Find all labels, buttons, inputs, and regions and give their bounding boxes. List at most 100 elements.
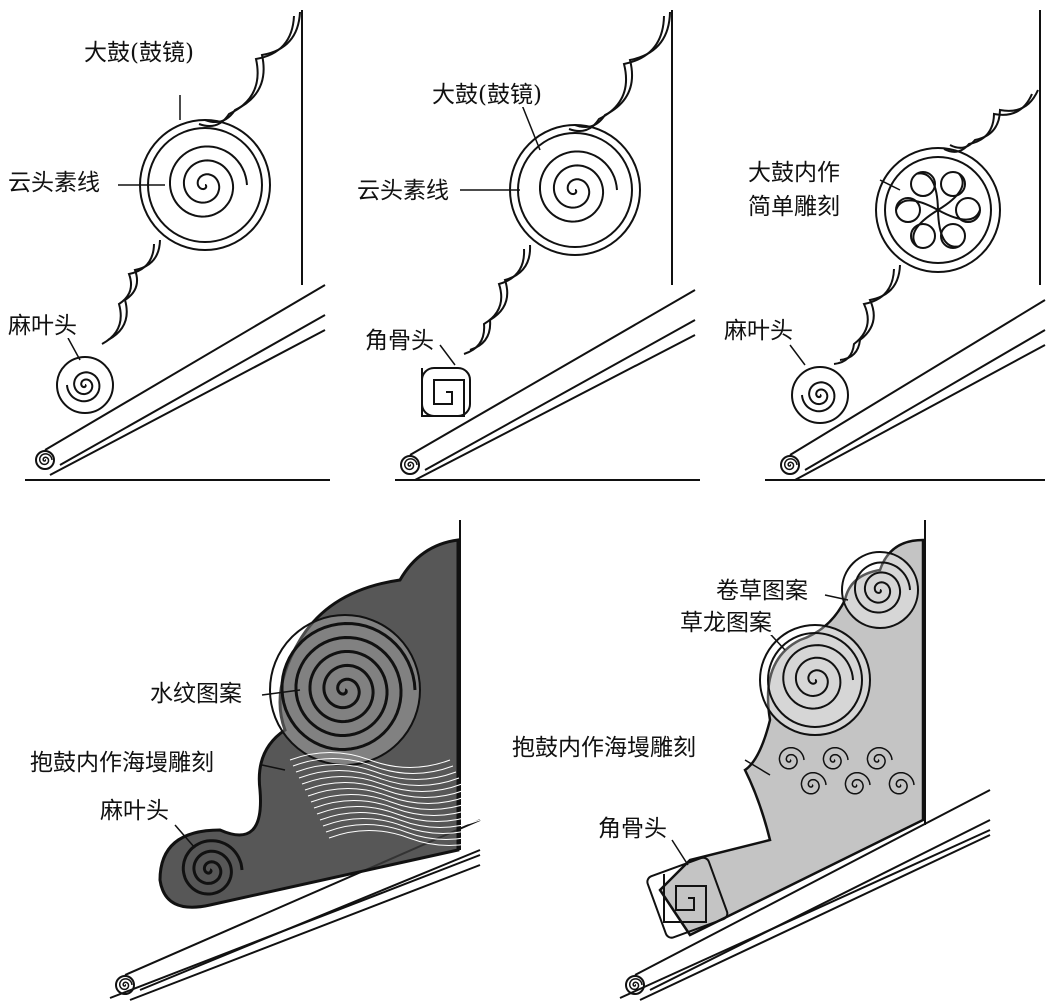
p4-wave-line <box>319 812 481 828</box>
p2-cloud-lower-inner <box>463 248 526 355</box>
p3-rafter-roll-spiral <box>783 458 798 471</box>
p5-carved-body <box>658 538 925 937</box>
p5-foliage-scroll <box>778 746 805 770</box>
p5-foliage-scroll <box>844 771 871 795</box>
p1-head-spiral <box>66 371 101 403</box>
p3-drum-inner <box>884 156 992 264</box>
p3-heart-petal <box>912 209 939 248</box>
p2-rafter-mid-line <box>424 319 696 471</box>
p5-grass-dragon-spiral <box>782 644 854 710</box>
p4-wave-line <box>313 800 475 816</box>
p5-foliage-scroll <box>822 746 849 770</box>
p3-cloud-top-inner <box>943 93 1033 153</box>
p4-wave-line <box>310 794 472 810</box>
label-drum-mirror-2: 大鼓(鼓镜) <box>432 82 542 108</box>
p4-wave-line <box>289 752 451 768</box>
p3-hemp-leaf-head <box>791 366 849 424</box>
p2-leader-head <box>439 344 456 366</box>
p4-leader-head <box>174 824 196 849</box>
p4-wave-line <box>295 764 457 780</box>
p4-leader-water <box>261 689 301 696</box>
p4-leader-carving <box>261 764 286 771</box>
p5-rafter-roll-end <box>625 975 645 995</box>
label-water-pattern: 水纹图案 <box>150 681 242 707</box>
p5-horn-bone-head <box>646 856 729 939</box>
p3-heart-petal <box>937 172 964 211</box>
p5-rafter-top-line <box>634 789 991 976</box>
p2-leader-drum <box>519 99 541 151</box>
p3-drum-outer <box>875 147 1001 273</box>
p3-heart-motif <box>895 197 921 223</box>
p3-heart-petal <box>937 209 981 221</box>
p3-leader-head <box>789 344 806 366</box>
p3-heart-motif <box>940 222 966 249</box>
p5-base <box>619 829 991 999</box>
p1-rafter-top-line <box>44 284 326 451</box>
p3-heart-petal <box>916 172 939 211</box>
p1-cloud-top <box>204 11 301 123</box>
p3-rafter-top-line <box>789 299 1046 456</box>
p1-rafter-roll-spiral <box>38 453 53 466</box>
label-cloud-line-1: 云头素线 <box>8 170 100 196</box>
p4-rafter-roll-end <box>115 975 135 995</box>
label-drum-carving-line2: 简单雕刻 <box>748 194 840 220</box>
p4-rafter-roll-spiral <box>118 978 133 991</box>
p3-rafter-mid-line <box>804 329 1046 471</box>
p4-wave-line <box>298 770 460 786</box>
p1-rafter-mid-line <box>59 314 326 466</box>
label-horn-bone-head-2: 角骨头 <box>365 328 434 354</box>
p5-scroll-grass-spiral <box>854 561 911 614</box>
label-full-carving-4: 抱鼓内作海墁雕刻 <box>30 750 214 776</box>
p5-rafter-mid-line <box>649 819 991 991</box>
label-hemp-leaf-head-3: 麻叶头 <box>724 318 793 344</box>
label-drum-carving-line1: 大鼓内作 <box>748 160 840 186</box>
p3-heart-motif <box>910 171 936 198</box>
p2-head-spiral <box>421 368 465 417</box>
p2-rafter-roll-end <box>400 455 420 475</box>
p4-head-spiral <box>181 839 244 896</box>
p5-rafter-roll-spiral <box>628 978 643 991</box>
p3-head-spiral <box>801 381 836 413</box>
p1-leader-head <box>67 337 81 361</box>
p1-rafter-bottom-line <box>49 329 326 476</box>
p4-rafter-bottom-line <box>129 864 481 1001</box>
p4-wave-line <box>322 818 484 834</box>
p3-heart-motif <box>955 197 981 223</box>
p4-wave-line <box>301 776 463 792</box>
p4-wave-line <box>304 782 466 798</box>
p1-hemp-leaf-head <box>56 356 114 414</box>
p2-cloud-top-inner <box>568 15 665 132</box>
p3-heart-petal <box>895 199 939 211</box>
label-hemp-leaf-head-4: 麻叶头 <box>100 798 169 824</box>
p5-foliage-scroll <box>888 771 915 795</box>
p1-cloud-lower <box>107 239 161 341</box>
p5-leader-scroll <box>824 594 849 601</box>
p3-rafter-roll-end <box>780 455 800 475</box>
label-hemp-leaf-head-1: 麻叶头 <box>8 313 77 339</box>
label-grass-dragon-pattern: 草龙图案 <box>680 610 772 636</box>
p3-heart-petal <box>937 209 960 248</box>
p1-cloud-lower-inner <box>101 243 155 345</box>
label-scroll-grass-pattern: 卷草图案 <box>716 578 808 604</box>
p1-drum-spiral <box>169 145 248 218</box>
p3-cloud-lower-inner <box>833 268 895 365</box>
label-drum-mirror-1: 大鼓(鼓镜) <box>84 40 194 66</box>
p5-head-spiral <box>663 874 707 923</box>
p5-leader-head <box>671 839 689 866</box>
p4-water-spiral <box>280 621 417 752</box>
p2-rafter-bottom-line <box>414 334 696 481</box>
p4-wave-line <box>316 806 478 822</box>
p5-grass-dragon-inner <box>767 632 863 728</box>
p2-cloud-lower <box>469 244 532 351</box>
p2-rafter-roll-spiral <box>403 458 418 471</box>
p3-leader-drum <box>879 179 901 191</box>
p3-cloud-lower <box>839 264 901 361</box>
label-cloud-line-2: 云头素线 <box>357 178 449 204</box>
p2-rafter-top-line <box>409 289 696 456</box>
p5-rafter-bottom-line <box>639 834 991 1001</box>
p4-wave-line <box>328 830 490 846</box>
p2-cloud-top <box>574 11 671 128</box>
p3-heart-motif <box>940 171 966 198</box>
